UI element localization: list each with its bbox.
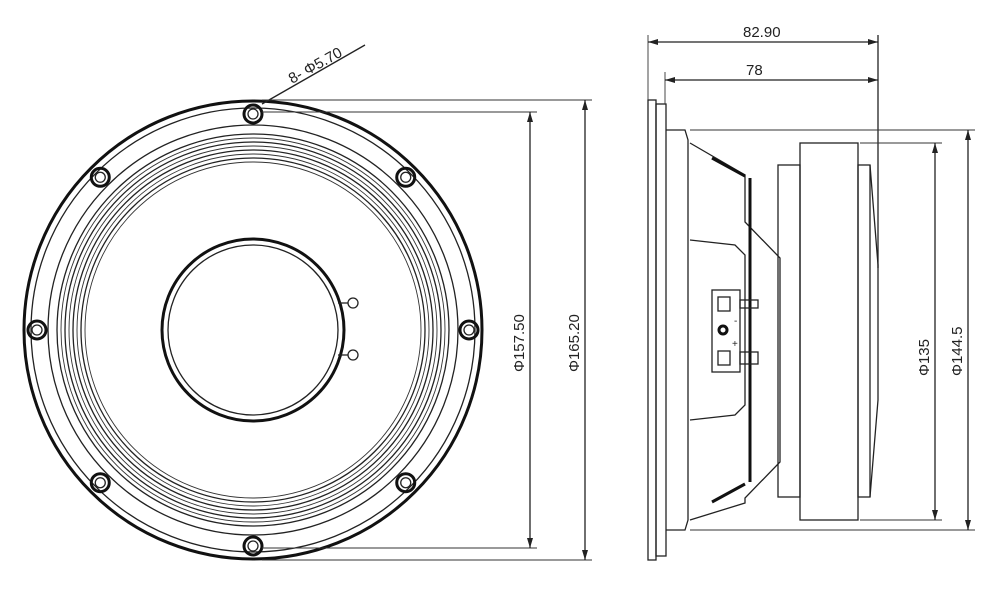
basket-diameter-label: Φ144.5 [949, 326, 966, 376]
side-view: - + 82.90 78 Φ135 Φ144.5 [647, 24, 975, 561]
mounting-hole [31, 324, 43, 336]
mounting-hole [247, 540, 259, 552]
mounting-hole [247, 108, 259, 120]
mounting-hole [242, 103, 264, 125]
mounting-flange [647, 99, 657, 561]
lead-wire-tabs [338, 297, 359, 361]
mounting-hole [89, 472, 111, 494]
mounting-hole [94, 477, 106, 489]
mounting-depth-label: 78 [746, 62, 763, 79]
mounting-hole [242, 535, 264, 557]
outer-frame-circle [22, 99, 484, 561]
magnet-diameter-label: Φ135 [916, 339, 933, 376]
mounting-hole [26, 319, 48, 341]
terminal-block: - + [711, 289, 759, 373]
mounting-hole [463, 324, 475, 336]
inner-diameter-label: Φ157.50 [511, 314, 528, 372]
mounting-hole [94, 171, 106, 183]
front-view: 8- Φ5.70 Φ157.50 Φ165.20 [22, 44, 592, 561]
mounting-hole [89, 166, 111, 188]
overall-depth-label: 82.90 [743, 24, 781, 41]
top-plate [857, 164, 871, 498]
mounting-holes [26, 103, 480, 557]
surround-rings [56, 133, 450, 527]
terminal-plus-label: + [732, 339, 738, 350]
mounting-hole [395, 166, 417, 188]
hole-callout-label: 8- Φ5.70 [286, 44, 346, 87]
magnet [799, 142, 859, 521]
terminal-minus-label: - [734, 316, 737, 327]
back-plate [777, 164, 801, 498]
mounting-hole [400, 477, 412, 489]
dust-cap-circle [160, 237, 346, 423]
outer-diameter-label: Φ165.20 [566, 314, 583, 372]
mounting-hole [400, 171, 412, 183]
mounting-hole [458, 319, 480, 341]
mounting-hole [395, 472, 417, 494]
